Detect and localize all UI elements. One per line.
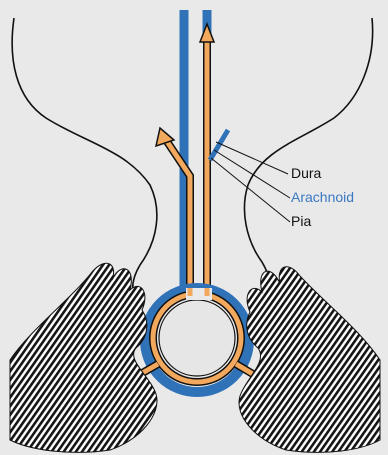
bulb-center [159,300,235,376]
label-pia: Pia [291,213,311,229]
label-dura: Dura [291,165,322,181]
label-arachnoid: Arachnoid [291,189,354,205]
